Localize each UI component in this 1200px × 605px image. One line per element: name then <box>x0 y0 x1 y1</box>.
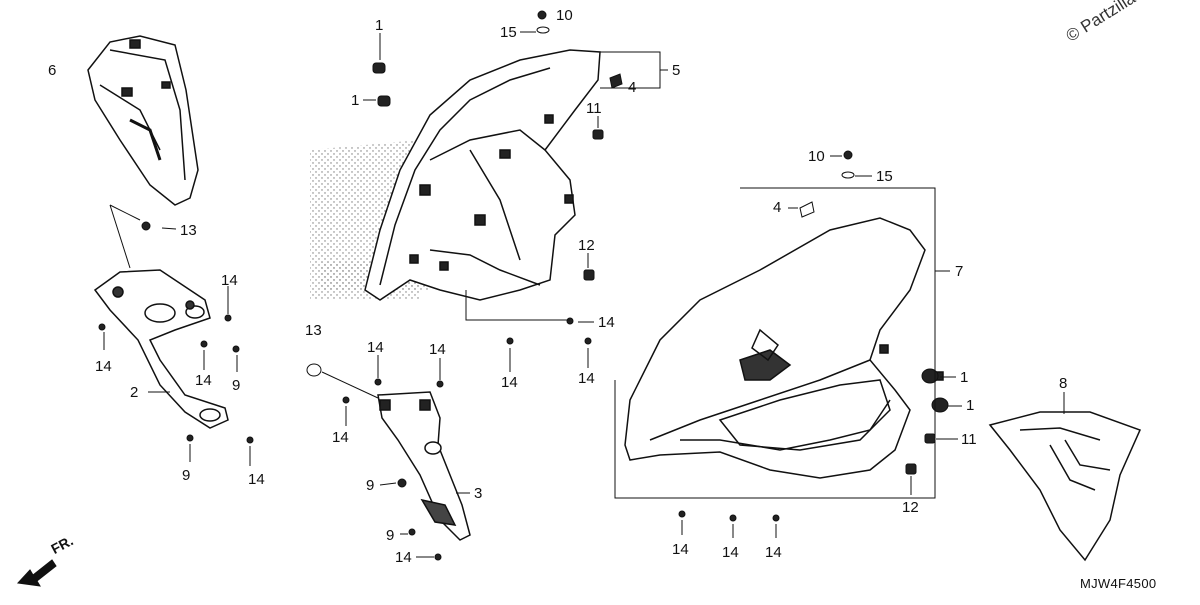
callout-1: 1 <box>966 397 975 414</box>
fasteners <box>98 10 949 561</box>
part-5-inner-panel <box>310 49 601 301</box>
leader-lines <box>103 31 1065 558</box>
callout-4: 4 <box>773 199 782 216</box>
callout-14: 14 <box>598 314 615 331</box>
callout-1: 1 <box>375 17 384 34</box>
callout-11: 11 <box>586 100 602 117</box>
part-3-bracket <box>377 391 471 541</box>
part-2-bracket <box>93 269 229 429</box>
callout-14: 14 <box>95 358 112 375</box>
callout-1: 1 <box>960 369 969 386</box>
callout-14: 14 <box>367 339 384 356</box>
callout-1: 1 <box>351 92 360 109</box>
callout-14: 14 <box>672 541 689 558</box>
callout-9: 9 <box>182 467 191 484</box>
callout-12: 12 <box>578 237 595 254</box>
callout-14: 14 <box>765 544 782 561</box>
callout-15: 15 <box>876 168 893 185</box>
callout-14: 14 <box>429 341 446 358</box>
callout-10: 10 <box>808 148 825 165</box>
callout-8: 8 <box>1059 375 1068 392</box>
callout-14: 14 <box>578 370 595 387</box>
callout-13: 13 <box>180 222 197 239</box>
callout-13: 13 <box>305 322 322 339</box>
callout-14: 14 <box>395 549 412 566</box>
callout-7: 7 <box>955 263 964 280</box>
callout-14: 14 <box>332 429 349 446</box>
part-6-inner-cover <box>87 35 199 206</box>
callout-14: 14 <box>221 272 238 289</box>
callout-9: 9 <box>386 527 395 544</box>
part-7-front-cowl <box>624 217 944 479</box>
callout-6: 6 <box>48 62 57 79</box>
front-arrow-icon <box>16 559 57 587</box>
callout-9: 9 <box>366 477 375 494</box>
callout-11: 11 <box>961 431 977 448</box>
diagram-code: MJW4F4500 <box>1080 576 1157 591</box>
callout-14: 14 <box>722 544 739 561</box>
callout-14: 14 <box>195 372 212 389</box>
callout-3: 3 <box>474 485 483 502</box>
callout-14: 14 <box>248 471 265 488</box>
callout-9: 9 <box>232 377 241 394</box>
callout-5: 5 <box>672 62 681 79</box>
callout-12: 12 <box>902 499 919 516</box>
callout-15: 15 <box>500 24 517 41</box>
callout-4: 4 <box>628 79 637 96</box>
part-8-wing <box>988 411 1142 562</box>
callout-14: 14 <box>501 374 518 391</box>
callout-2: 2 <box>130 384 139 401</box>
callout-10: 10 <box>556 7 573 24</box>
